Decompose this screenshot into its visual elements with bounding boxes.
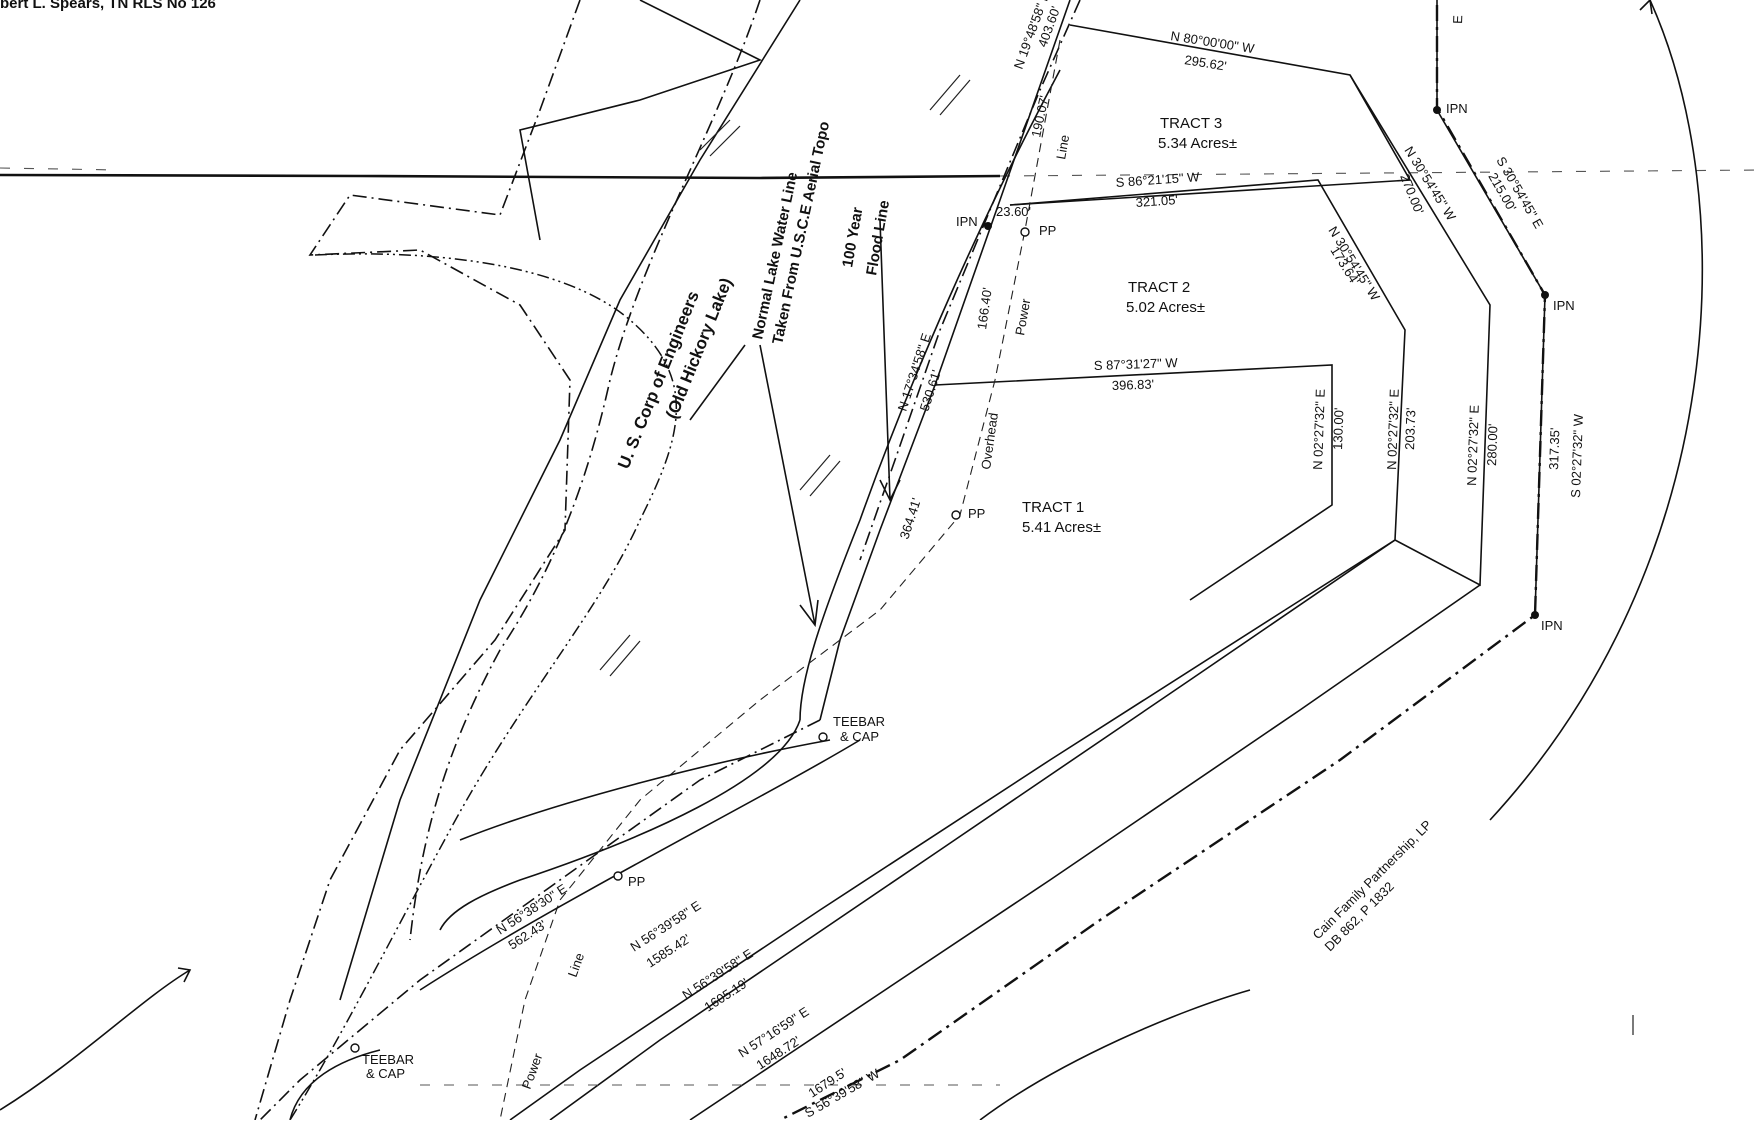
old-channel-line-2 xyxy=(519,0,763,241)
ipn-label-1: IPN xyxy=(1446,101,1468,116)
overhead-label: Overhead xyxy=(978,412,1001,471)
water-line-pointer xyxy=(759,344,819,628)
hatch-4 xyxy=(599,634,641,677)
tract-outer-boundary xyxy=(1349,74,1491,587)
flood-line-label-2: Flood Line xyxy=(863,199,893,277)
tract-2-area: 5.02 Acres± xyxy=(1126,299,1205,316)
road-centerline xyxy=(259,719,821,1121)
teebar-label-2b: & CAP xyxy=(366,1066,405,1081)
water-line-pointer-2 xyxy=(689,344,746,421)
call-t3-south-dist: 321.05' xyxy=(1135,192,1178,210)
line-label-lower: Line xyxy=(565,951,588,979)
tract-3-area: 5.34 Acres± xyxy=(1158,135,1237,152)
top-right-letter: E xyxy=(1450,15,1465,25)
call-t1-east-dist: 130.00' xyxy=(1330,407,1346,450)
ipn-label-2: IPN xyxy=(1553,298,1575,313)
call-t3-south-bearing: S 86°21'15" W xyxy=(1115,169,1200,190)
call-c3-bearing: N 02°27'32" E xyxy=(1464,404,1482,486)
hatch-3 xyxy=(799,454,841,497)
teebar-label-2a: TEEBAR xyxy=(362,1052,414,1067)
call-c1-bearing: N 02°27'32" E xyxy=(1384,388,1402,470)
lake-boundary-line-2 xyxy=(409,0,761,941)
call-t2-west-dist: 166.40' xyxy=(974,286,995,330)
pp-label-2: PP xyxy=(968,506,985,521)
call-t2-seg: 23.60' xyxy=(996,204,1031,219)
call-t3-west-dist: 190.07' xyxy=(1028,94,1051,138)
parallel-line-3 xyxy=(509,609,1286,1121)
teebar-marker-1 xyxy=(818,732,828,742)
ipn-boundary-line xyxy=(779,5,1547,1122)
tract-1-name: TRACT 1 xyxy=(1022,499,1084,516)
road-curve-bottom xyxy=(289,1049,381,1121)
ipn-marker-2 xyxy=(1541,291,1549,299)
ipn-marker-1 xyxy=(1433,106,1441,114)
call-t3-north-bearing: N 80°00'00" W xyxy=(1170,28,1257,56)
flood-line-label-1: 100 Year xyxy=(839,206,866,269)
call-t3-north-dist: 295.62' xyxy=(1184,52,1228,73)
call-c5-bearing: S 02°27'32" W xyxy=(1568,413,1586,498)
teebar-marker-2 xyxy=(350,1043,360,1053)
arc-arrow-top xyxy=(1639,0,1653,15)
ipn-label-4: IPN xyxy=(956,214,978,229)
pp-marker-3 xyxy=(613,871,623,881)
horizontal-reference-line-faint xyxy=(999,169,1763,177)
parallel-line-1 xyxy=(549,539,1396,1121)
tract-1-area: 5.41 Acres± xyxy=(1022,519,1101,536)
overhead-power-line xyxy=(499,39,1061,1121)
call-t1-east-bearing: N 02°27'32" E xyxy=(1310,388,1328,470)
owner-label-1: Cain Family Partnership, LP xyxy=(1310,817,1435,942)
tract-west-line xyxy=(819,0,1071,721)
teebar-label-1b: & CAP xyxy=(840,729,879,744)
tract-west-line-dashed xyxy=(859,0,1081,561)
call-t1-west-dist2: 364.41' xyxy=(897,496,924,541)
flood-line xyxy=(799,69,1061,721)
lake-boundary-line xyxy=(254,0,581,1121)
hatch-2 xyxy=(699,119,741,157)
pp-label-3: PP xyxy=(628,874,645,889)
call-c5-dist: 317.35' xyxy=(1546,427,1562,470)
road-edge-2 xyxy=(419,739,861,991)
old-channel-line xyxy=(339,0,801,1001)
call-c1-dist: 203.73' xyxy=(1402,407,1418,450)
tract-3-name: TRACT 3 xyxy=(1160,115,1222,132)
hatch-1 xyxy=(929,74,971,116)
parcel-outer-line xyxy=(1436,0,1546,616)
call-t2-south-dist: 396.83' xyxy=(1112,377,1155,393)
teebar-label-1a: TEEBAR xyxy=(833,714,885,729)
call-c3-dist: 280.00' xyxy=(1484,423,1500,466)
pp-marker-2 xyxy=(951,510,961,520)
ipn-label-3: IPN xyxy=(1541,618,1563,633)
pp-label-1: PP xyxy=(1039,223,1056,238)
tract-2-south-line xyxy=(934,364,1333,601)
power-label-upper: Power xyxy=(1012,297,1033,337)
lower-left-arc xyxy=(0,967,192,1111)
horizontal-reference-line-left xyxy=(0,167,121,171)
surveyor-credit: bert L. Spears, TN RLS No 126 xyxy=(0,0,216,12)
flood-line-lower xyxy=(439,719,801,931)
ipn-marker-4 xyxy=(984,222,992,230)
bottom-curve xyxy=(979,989,1251,1121)
line-label-upper: Line xyxy=(1053,134,1072,161)
tract-3-boundary xyxy=(1009,24,1412,206)
ipn-marker-3 xyxy=(1531,611,1539,619)
call-t2-east-bearing: N 30°54'45" W xyxy=(1325,224,1383,304)
pp-marker-1 xyxy=(1020,227,1030,237)
tract-2-boundary xyxy=(1009,179,1406,611)
call-t2-south-bearing: S 87°31'27" W xyxy=(1094,355,1179,373)
water-line-curve xyxy=(289,253,677,1121)
parallel-line-2 xyxy=(689,584,1481,1121)
horizontal-reference-line xyxy=(0,173,1001,180)
large-arc-right xyxy=(1489,0,1704,821)
tract-2-name: TRACT 2 xyxy=(1128,279,1190,296)
road-edge-1 xyxy=(459,739,831,841)
